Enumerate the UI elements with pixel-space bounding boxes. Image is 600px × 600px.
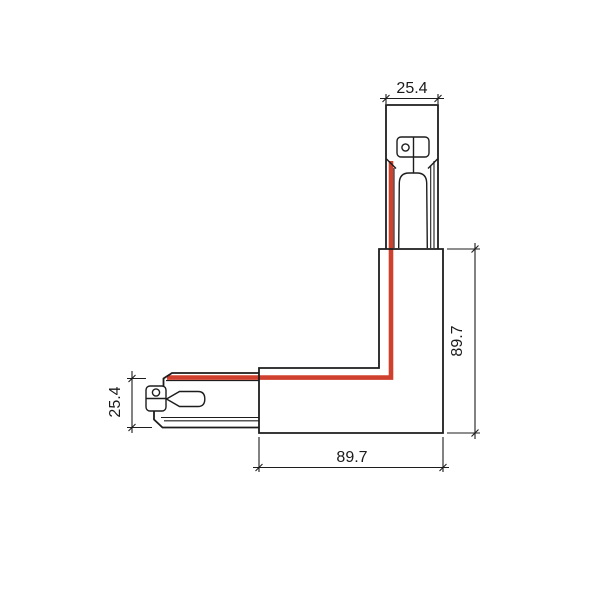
dimension-tick [434, 94, 442, 103]
dimension-tick [255, 463, 263, 472]
dimension-tick [128, 374, 136, 383]
dimension-label-top: 25.4 [396, 80, 427, 97]
top-arm-chamfer-right [427, 158, 438, 169]
top-arm-outline [385, 104, 439, 249]
left-arm-bottom-edge [153, 411, 259, 429]
left-arm-screw-hole [151, 388, 161, 397]
connector-body [258, 248, 444, 434]
left-arm [145, 372, 259, 429]
left-arm-top-edge [162, 372, 259, 386]
body-outline [258, 248, 444, 434]
top-arm-tongue [398, 172, 428, 249]
earth-conductor-line [167, 161, 394, 380]
top-arm-screw-hole [401, 143, 410, 152]
dimension-tick [382, 94, 390, 103]
dimension-bottom-width: 89.7 [253, 437, 449, 472]
top-arm [385, 104, 439, 249]
dimension-left-height: 25.4 [107, 371, 152, 433]
dimension-tick [128, 423, 136, 432]
dimension-top-width: 25.4 [380, 80, 444, 104]
left-arm-tongue [165, 390, 206, 408]
top-arm-chamfer-left [386, 158, 397, 169]
earth-conductor-polyline [167, 161, 394, 380]
dimension-tick [439, 463, 447, 472]
dimension-tick [471, 429, 479, 437]
dimension-label-left: 25.4 [107, 386, 124, 417]
dimension-label-right: 89.7 [449, 325, 466, 356]
dimension-right-height: 89.7 [447, 243, 480, 439]
dimension-tick [471, 245, 479, 253]
dimension-label-bottom: 89.7 [336, 449, 367, 466]
